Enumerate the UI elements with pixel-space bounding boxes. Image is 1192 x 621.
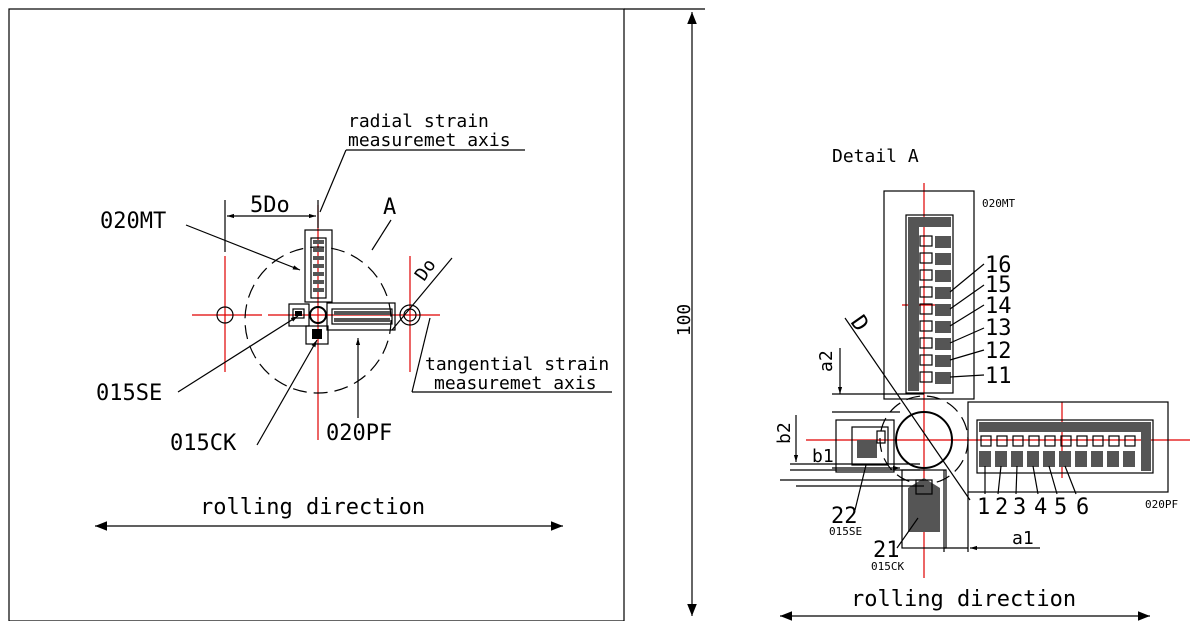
hole-right [399, 304, 421, 326]
num-21: 21 [873, 538, 900, 563]
radial-axis-label-1: radial strain [348, 111, 489, 132]
detail-gauge-se-label: 015SE [829, 525, 862, 538]
radial-number-11: 11 [985, 364, 1012, 389]
tangential-axis-label-2: measuremet axis [434, 373, 597, 394]
gauge-pf-label: 020PF [326, 421, 392, 446]
gauge-mt-label: 020MT [100, 209, 166, 234]
radial-number-14: 14 [985, 294, 1012, 319]
detail-a-label: A [383, 195, 396, 220]
dim-d-label: D [845, 311, 873, 336]
height-dimension-label: 100 [674, 304, 695, 337]
dim-b2-label: b2 [774, 422, 795, 444]
gauge-ck-label: 015CK [170, 431, 237, 456]
radial-number-12: 12 [985, 339, 1012, 364]
radial-axis-label-2: measuremet axis [348, 130, 511, 151]
hole-center [309, 306, 327, 324]
gauge-ck-left [305, 325, 329, 345]
detail-a-circle [244, 246, 392, 394]
tangential-number-2: 2 [995, 495, 1008, 520]
tangential-number-4: 4 [1034, 495, 1047, 520]
plate-outline [8, 8, 625, 621]
detail-gauge-ck [901, 469, 947, 549]
dim-5do-label: 5Do [250, 193, 290, 218]
detail-gauge-se [835, 419, 895, 473]
num-22: 22 [831, 504, 858, 529]
dim-do-label: Do [411, 255, 441, 285]
detail-gauge-mt-label: 020MT [982, 197, 1015, 210]
tangential-number-5: 5 [1054, 495, 1067, 520]
dim-a1-label: a1 [1012, 528, 1034, 549]
detail-gauge-pf-label: 020PF [1145, 498, 1178, 511]
dim-a2-label: a2 [816, 350, 837, 372]
rolling-direction-label-left: rolling direction [200, 495, 425, 520]
gauge-mt-left [304, 229, 333, 303]
radial-number-16: 16 [985, 253, 1012, 278]
detail-title: Detail A [832, 146, 919, 167]
hole-left [216, 306, 234, 324]
tangential-number-1: 1 [977, 495, 990, 520]
gauge-pf-left [326, 302, 396, 331]
tangential-number-3: 3 [1013, 495, 1026, 520]
detail-gauge-ck-label: 015CK [871, 560, 904, 573]
radial-number-15: 15 [985, 273, 1012, 298]
tangential-axis-label-1: tangential strain [425, 354, 609, 375]
detail-view: Detail A 020MT 16 15 14 13 [774, 146, 1190, 621]
tangential-number-6: 6 [1076, 495, 1089, 520]
rolling-direction-label-detail: rolling direction [851, 587, 1076, 612]
left-view: 100 [8, 8, 705, 621]
dim-b1-label: b1 [812, 446, 834, 467]
radial-number-13: 13 [985, 316, 1012, 341]
gauge-se-label: 015SE [96, 381, 162, 406]
gauge-se-left [288, 303, 310, 327]
detail-gauge-mt [883, 190, 975, 400]
detail-center-hole [895, 411, 953, 469]
detail-gauge-pf [967, 401, 1169, 493]
